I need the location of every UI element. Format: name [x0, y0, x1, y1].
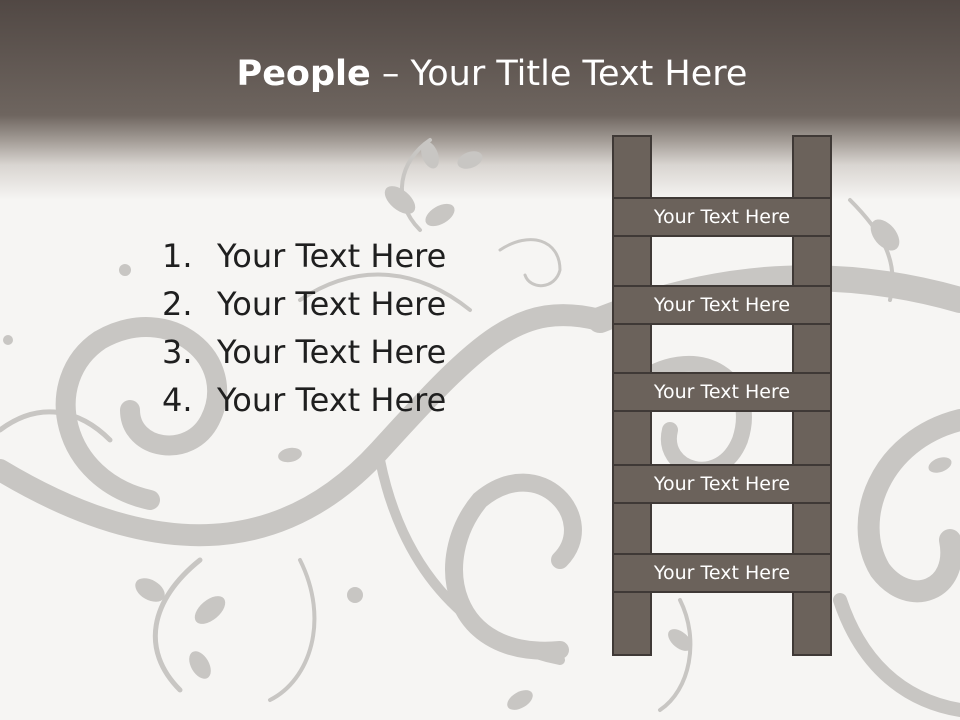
ladder-rung-5: Your Text Here — [612, 553, 832, 593]
list-item: 2. Your Text Here — [162, 280, 446, 328]
numbered-list: 1. Your Text Here 2. Your Text Here 3. Your… — [162, 232, 446, 424]
list-text: Your Text Here — [217, 333, 447, 371]
ladder-rung-1: Your Text Here — [612, 197, 832, 237]
list-number: 4. — [162, 381, 193, 419]
list-item: 4. Your Text Here — [162, 376, 446, 424]
title-bold: People — [236, 54, 371, 94]
list-item: 1. Your Text Here — [162, 232, 446, 280]
ladder-rung-3: Your Text Here — [612, 372, 832, 412]
list-item: 3. Your Text Here — [162, 328, 446, 376]
list-text: Your Text Here — [217, 381, 447, 419]
slide-title: People – Your Title Text Here — [0, 52, 960, 96]
title-rest: – Your Title Text Here — [370, 54, 748, 94]
list-text: Your Text Here — [217, 237, 447, 275]
ladder-rung-2: Your Text Here — [612, 285, 832, 325]
list-text: Your Text Here — [217, 285, 447, 323]
ladder-rung-4: Your Text Here — [612, 464, 832, 504]
list-number: 2. — [162, 285, 193, 323]
list-number: 3. — [162, 333, 193, 371]
list-number: 1. — [162, 237, 193, 275]
